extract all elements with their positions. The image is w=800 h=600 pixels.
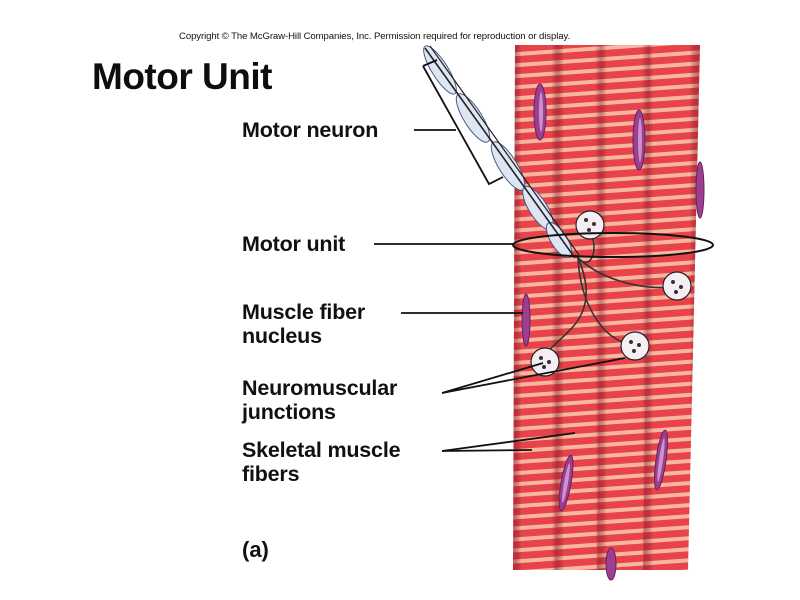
junction (662, 271, 692, 301)
label-skeletal-muscle-fibers-line1: Skeletal muscle (242, 438, 401, 462)
fibers-leader-1 (441, 432, 576, 452)
diagram-title: Motor Unit (92, 56, 272, 97)
leader-lines (374, 59, 626, 452)
label-neuromuscular-junctions-line2: junctions (242, 400, 336, 424)
junction (620, 331, 650, 361)
label-neuromuscular-junctions-line1: Neuromuscular (242, 376, 398, 400)
label-muscle-fiber-nucleus-line2: nucleus (242, 324, 322, 348)
junction (530, 347, 560, 377)
junction (575, 210, 605, 240)
copyright-notice: Copyright © The McGraw-Hill Companies, I… (179, 31, 571, 42)
junction-leader-1 (441, 362, 544, 394)
label-skeletal-muscle-fibers-line2: fibers (242, 462, 300, 486)
label-motor-neuron: Motor neuron (242, 118, 379, 142)
junction-leader-2 (441, 357, 626, 394)
neuromuscular-junctions (530, 210, 692, 377)
motor-neuron (423, 45, 580, 259)
figure-letter: (a) (242, 537, 269, 562)
motor-neuron-bracket (422, 59, 504, 186)
motor-unit-ring (512, 232, 714, 258)
label-motor-unit: Motor unit (242, 232, 346, 256)
muscle-fibers (513, 45, 700, 570)
nucleus (521, 293, 531, 347)
label-muscle-fiber-nucleus-line1: Muscle fiber (242, 300, 366, 324)
fibers-leader-2 (441, 449, 533, 452)
nucleus (695, 161, 705, 219)
nucleus (605, 547, 617, 581)
